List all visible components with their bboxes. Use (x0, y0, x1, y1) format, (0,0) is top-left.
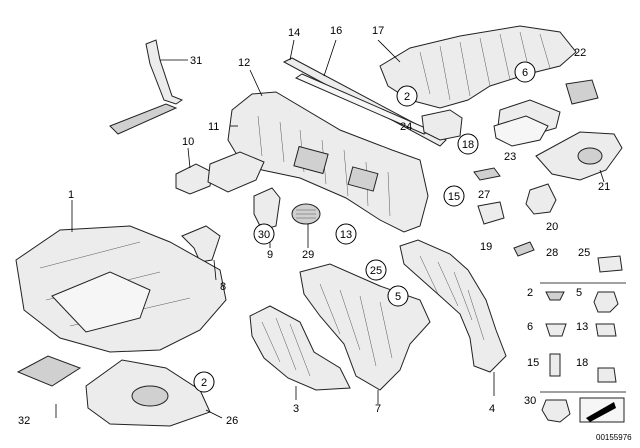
label-31: 31 (190, 55, 202, 67)
callout-25: 25 (365, 259, 387, 281)
callout-15: 15 (443, 185, 465, 207)
label-14: 14 (288, 27, 300, 39)
label-9: 9 (267, 249, 273, 261)
leader-lines (55, 125, 379, 418)
callout-2-top: 2 (396, 85, 418, 107)
callout-13: 13 (335, 223, 357, 245)
label-8: 8 (220, 281, 226, 293)
label-7: 7 (375, 403, 381, 415)
label-1: 1 (68, 189, 74, 201)
label-16: 16 (330, 25, 342, 37)
label-17: 17 (372, 25, 384, 37)
label-20: 20 (546, 221, 558, 233)
part-21-bracket (535, 131, 623, 183)
svg-text:2: 2 (201, 377, 207, 389)
part-26-lower-panel (85, 359, 223, 427)
part-pad-group (493, 99, 561, 147)
label-27: 27 (478, 189, 490, 201)
label-28: 28 (546, 247, 558, 259)
circled-callouts: 2 6 18 15 13 30 25 5 (193, 61, 536, 393)
label-4: 4 (489, 403, 495, 415)
document-id: 00155976 (596, 433, 632, 442)
callout-30: 30 (253, 223, 275, 245)
callout-5: 5 (387, 285, 409, 307)
label-10: 10 (182, 136, 194, 148)
svg-text:18: 18 (462, 139, 474, 151)
svg-text:5: 5 (395, 291, 401, 303)
part-20-bracket (525, 183, 557, 215)
part-3-insulation (249, 305, 351, 400)
callout-18: 18 (457, 133, 479, 155)
callout-2-bottom: 2 (193, 371, 215, 393)
part-25-pad (597, 255, 623, 273)
label-25-right: 25 (578, 247, 590, 259)
callout-6: 6 (514, 61, 536, 83)
fastener-column (540, 282, 626, 423)
svg-text:2: 2 (404, 91, 410, 103)
svg-text:13: 13 (340, 229, 352, 241)
label-21: 21 (598, 181, 610, 193)
part-23-clip (473, 167, 501, 181)
svg-text:25: 25 (370, 265, 382, 277)
label-6-right: 6 (527, 321, 533, 333)
label-29: 29 (302, 249, 314, 261)
svg-text:15: 15 (448, 191, 460, 203)
label-15-right: 15 (527, 357, 539, 369)
svg-text:6: 6 (522, 67, 528, 79)
part-27-block (477, 201, 505, 225)
part-10-insert (175, 147, 265, 195)
part-22-pad (565, 79, 599, 105)
label-30-right: 30 (524, 395, 536, 407)
label-18-right: 18 (576, 357, 588, 369)
part-31-bracket (109, 39, 188, 135)
label-24: 24 (400, 121, 412, 133)
part-1-mat (15, 200, 227, 353)
svg-text:30: 30 (258, 229, 270, 241)
label-32: 32 (18, 415, 30, 427)
part-32-mat (16, 355, 82, 387)
part-29-grille (291, 203, 321, 248)
label-19: 19 (480, 241, 492, 253)
label-23: 23 (504, 151, 516, 163)
part-8-bracket (181, 225, 221, 263)
label-13-right: 13 (576, 321, 588, 333)
part-4-insulation (399, 239, 507, 396)
part-number-labels: 1 3 4 7 8 9 10 11 12 14 16 17 19 20 21 2… (18, 25, 610, 427)
label-22: 22 (574, 47, 586, 59)
label-26: 26 (226, 415, 238, 427)
part-28-clip (513, 241, 535, 257)
part-12-bulkhead (227, 69, 429, 233)
part-24-panel (421, 109, 463, 141)
label-5-right: 5 (576, 287, 582, 299)
label-3: 3 (293, 403, 299, 415)
label-2-right: 2 (527, 287, 533, 299)
label-12: 12 (238, 57, 250, 69)
label-11: 11 (208, 121, 219, 133)
